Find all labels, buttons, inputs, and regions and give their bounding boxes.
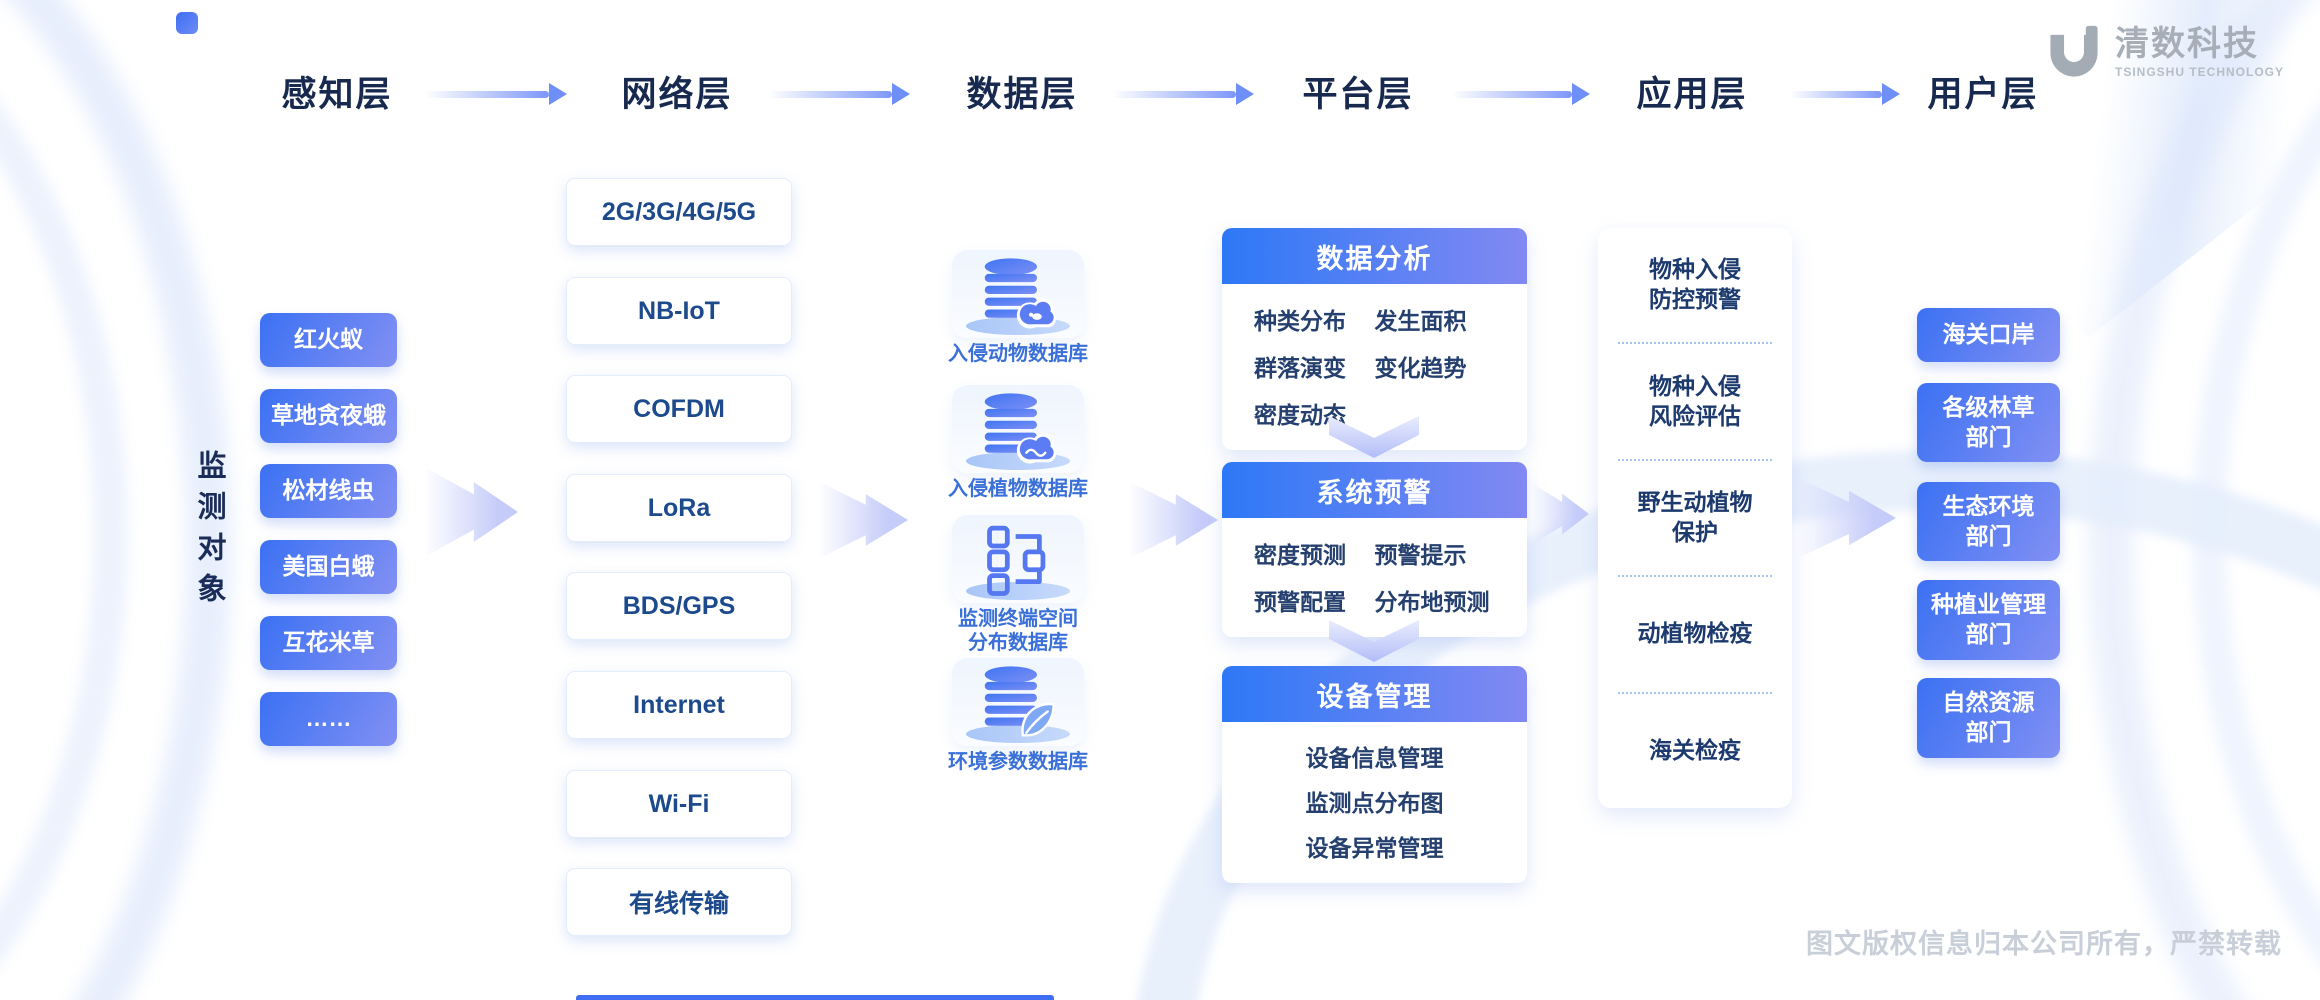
header-arrow-icon	[1112, 83, 1254, 105]
header-arrow-icon	[1452, 83, 1590, 105]
monitored-object-node: 红火蚁	[260, 313, 397, 367]
module-item: 发生面积	[1374, 308, 1467, 334]
user-node: 各级林草 部门	[1917, 383, 2060, 462]
module-item: 变化趋势	[1374, 355, 1467, 381]
module-item: 设备信息管理	[1305, 745, 1444, 771]
header-arrow-icon	[768, 83, 910, 105]
flow-arrow-icon	[820, 482, 908, 558]
network-tech-node: 2G/3G/4G/5G	[566, 178, 792, 246]
terminal-distribution-icon	[987, 525, 1046, 596]
layer-title-data: 数据层	[966, 75, 1078, 114]
module-item: 分布地预测	[1374, 589, 1490, 615]
module-title: 设备管理	[1222, 666, 1527, 722]
application-item: 野生动植物 保护	[1618, 461, 1772, 578]
corner-dot-decoration	[176, 12, 198, 34]
database-tile	[952, 385, 1084, 473]
application-item: 海关检疫	[1649, 736, 1741, 763]
monitored-object-node: ……	[260, 692, 397, 746]
network-tech-node: BDS/GPS	[566, 572, 792, 640]
layer-title-perception: 感知层	[281, 75, 393, 114]
network-tech-node: COFDM	[566, 375, 792, 443]
flow-arrow-icon	[426, 468, 518, 556]
platform-module-system-warning: 系统预警 密度预测 预警提示 预警配置 分布地预测	[1222, 462, 1527, 637]
user-node: 生态环境 部门	[1917, 482, 2060, 561]
plant-database-icon	[984, 393, 1056, 464]
left-inner-ring-decoration	[0, 0, 128, 1000]
header-arrow-icon	[1790, 83, 1900, 105]
brand-logo: 清数科技 TSINGSHU TECHNOLOGY	[2045, 24, 2284, 82]
module-item: 预警配置	[1254, 589, 1346, 615]
application-panel: 物种入侵 防控预警 物种入侵 风险评估 野生动植物 保护 动植物检疫 海关检疫	[1598, 228, 1792, 808]
module-title: 系统预警	[1222, 462, 1527, 518]
database-tile	[952, 515, 1084, 603]
brand-name: 清数科技	[2114, 25, 2259, 64]
module-item: 预警提示	[1374, 542, 1467, 568]
application-item: 动植物检疫	[1618, 577, 1772, 694]
platform-module-data-analysis: 数据分析 种类分布 发生面积 群落演变 变化趋势 密度动态	[1222, 228, 1527, 450]
module-item: 设备异常管理	[1305, 835, 1444, 861]
application-item: 物种入侵 风险评估	[1618, 344, 1772, 461]
brand-logo-icon	[2050, 25, 2098, 77]
environment-database-icon	[984, 666, 1055, 737]
layer-title-user: 用户层	[1927, 75, 2039, 114]
module-item: 监测点分布图	[1305, 790, 1444, 816]
bottom-strip-decoration	[576, 995, 1054, 1000]
monitored-object-node: 互花米草	[260, 616, 397, 670]
user-node: 自然资源 部门	[1917, 678, 2060, 758]
layer-title-network: 网络层	[621, 75, 733, 114]
application-item: 物种入侵 防控预警	[1618, 228, 1772, 345]
network-tech-node: 有线传输	[566, 868, 792, 936]
monitored-object-node: 美国白蛾	[260, 540, 397, 594]
user-node: 海关口岸	[1917, 308, 2060, 362]
flow-arrow-icon	[1130, 482, 1218, 558]
layer-title-platform: 平台层	[1302, 75, 1414, 114]
monitored-object-node: 草地贪夜蛾	[260, 389, 397, 443]
database-caption: 环境参数数据库	[948, 751, 1088, 773]
animal-database-icon	[984, 258, 1056, 329]
module-item: 密度动态	[1254, 402, 1346, 428]
network-tech-node: NB-IoT	[566, 277, 792, 345]
database-tile	[952, 658, 1084, 746]
network-tech-node: LoRa	[566, 474, 792, 542]
database-caption: 入侵植物数据库	[948, 478, 1088, 500]
module-item: 群落演变	[1254, 355, 1346, 381]
database-caption: 入侵动物数据库	[948, 343, 1088, 365]
network-tech-node: Wi-Fi	[566, 770, 792, 838]
header-arrow-icon	[425, 83, 567, 105]
copyright-text: 图文版权信息归本公司所有，严禁转载	[1806, 929, 2282, 959]
layer-title-application: 应用层	[1636, 75, 1748, 114]
monitored-objects-label: 监测对象	[193, 450, 225, 614]
network-tech-node: Internet	[566, 671, 792, 739]
module-item: 种类分布	[1254, 308, 1346, 334]
module-title: 数据分析	[1222, 228, 1527, 284]
database-tile	[952, 250, 1084, 338]
brand-tagline: TSINGSHU TECHNOLOGY	[2114, 64, 2284, 79]
monitored-object-node: 松材线虫	[260, 464, 397, 518]
database-caption: 监测终端空间 分布数据库	[958, 608, 1078, 654]
platform-module-device-management: 设备管理 设备信息管理 监测点分布图 设备异常管理	[1222, 666, 1527, 883]
module-item: 密度预测	[1254, 542, 1346, 568]
user-node: 种植业管理 部门	[1917, 580, 2060, 660]
